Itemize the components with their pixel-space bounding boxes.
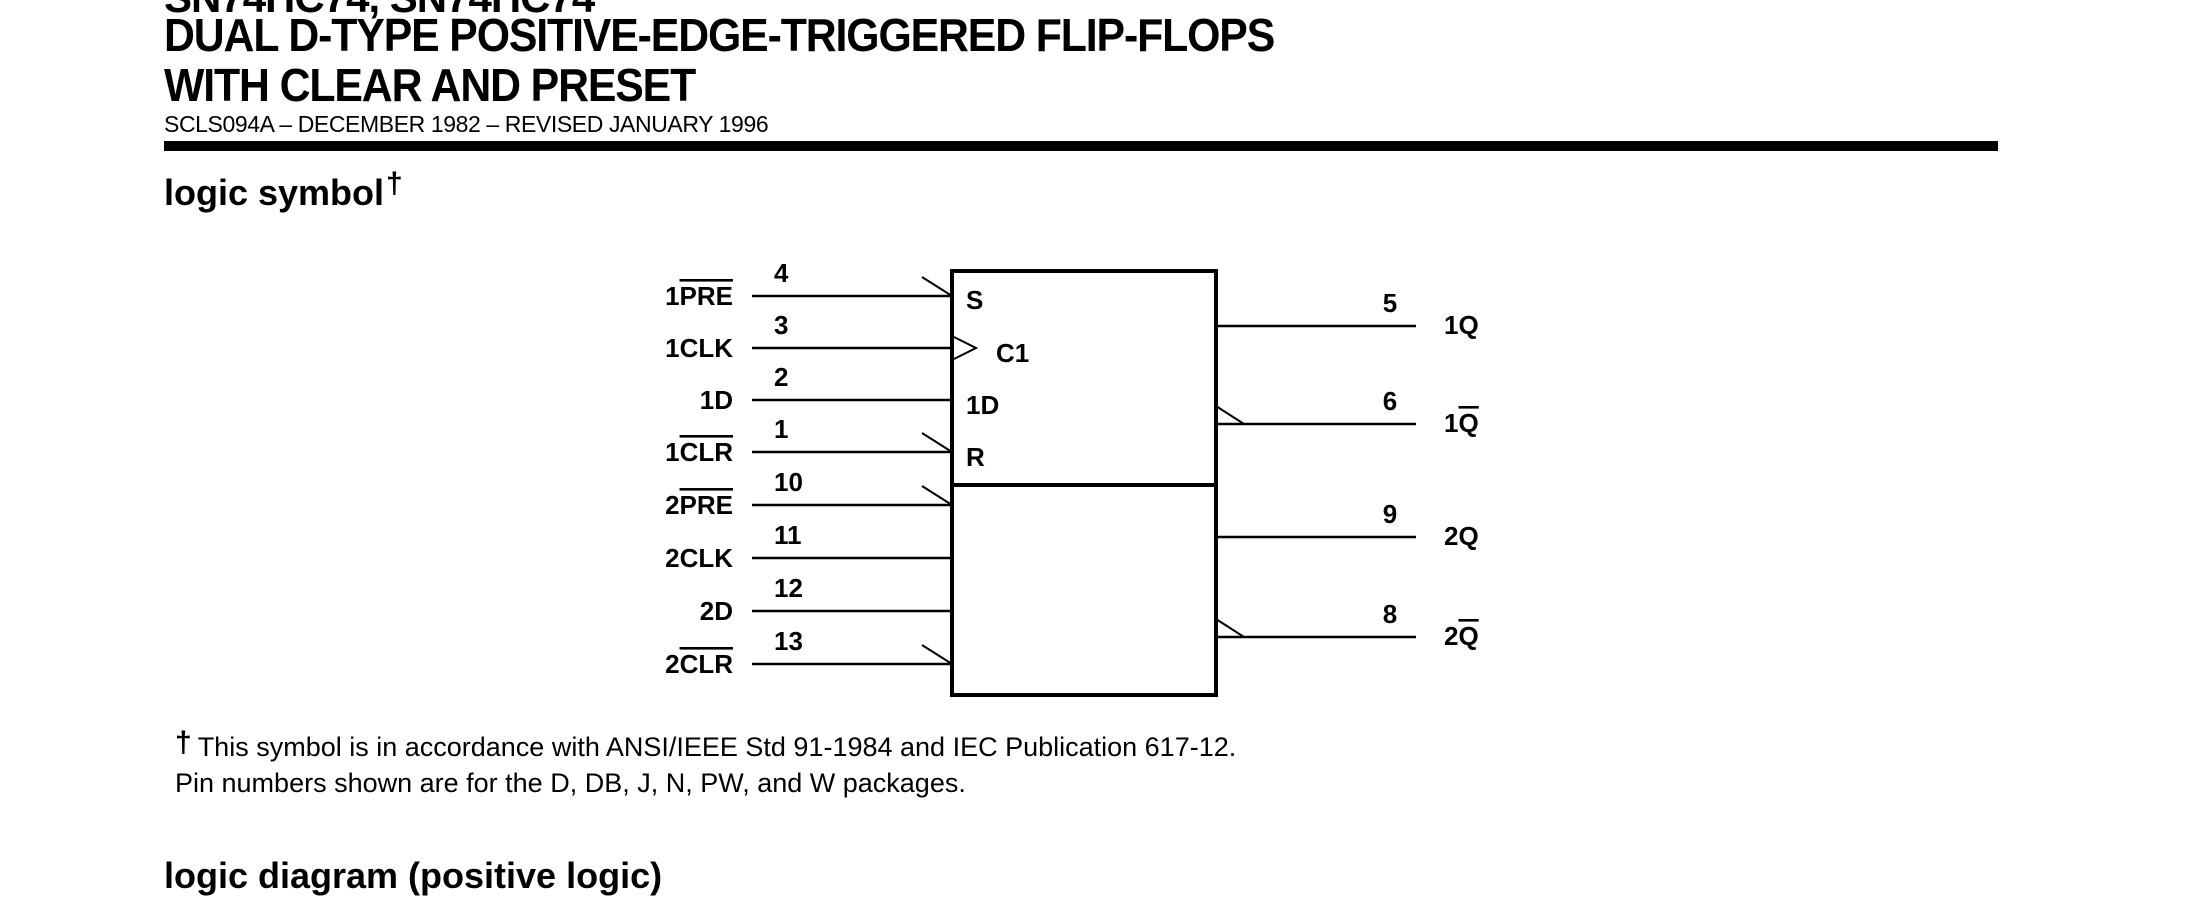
output-pin-8: 8: [1383, 599, 1397, 629]
cropped-header-line: SN74HC74, SN74HC74: [164, 0, 595, 22]
box-label-c1: C1: [996, 338, 1029, 368]
input-pin-13: 13: [774, 626, 803, 656]
footnote-line-1: †This symbol is in accordance with ANSI/…: [175, 728, 1237, 762]
negation-indicator: [921, 644, 953, 665]
negation-indicator: [1215, 618, 1245, 638]
output-label: 1Q: [1444, 310, 1479, 340]
document-id-revision: SCLS094A – DECEMBER 1982 – REVISED JANUA…: [164, 111, 769, 137]
logic-symbol-heading: logic symbol†: [164, 167, 403, 214]
input-pin-12: 12: [774, 573, 803, 603]
input-label-1clk: 1CLK: [665, 333, 733, 363]
document-title-line-2: WITH CLEAR AND PRESET: [164, 59, 696, 111]
output-pin-5: 5: [1383, 288, 1397, 318]
flip-flop-1-box: [950, 269, 1218, 487]
footnote-dagger: †: [175, 726, 192, 759]
footnote-text-1: This symbol is in accordance with ANSI/I…: [197, 732, 1237, 762]
box-label-1d: 1D: [966, 390, 999, 420]
header-rule: [164, 141, 1998, 151]
input-label-1clr: 1CLR: [665, 437, 733, 467]
output-label: 2Q: [1444, 621, 1479, 651]
logic-symbol-heading-text: logic symbol: [164, 172, 385, 213]
negation-indicator: [921, 485, 953, 506]
input-label-2clr: 2CLR: [665, 649, 733, 679]
output-label: 1Q: [1444, 408, 1479, 438]
negation-indicator: [921, 432, 953, 453]
input-pin-2: 2: [774, 362, 788, 392]
flip-flop-2-box: [950, 483, 1218, 697]
logic-diagram-heading: logic diagram (positive logic): [164, 855, 663, 896]
box-label-s: S: [966, 285, 983, 315]
input-pin-10: 10: [774, 467, 803, 497]
input-label-2d: 2D: [700, 596, 733, 626]
output-label: 2Q: [1444, 521, 1479, 551]
input-label-1d: 1D: [700, 385, 733, 415]
negation-indicator: [1215, 405, 1245, 425]
dagger-mark: †: [386, 167, 403, 200]
input-pin-1: 1: [774, 414, 788, 444]
input-label-2pre: 2PRE: [665, 490, 733, 520]
input-pin-11: 11: [774, 520, 802, 550]
input-pin-3: 3: [774, 310, 788, 340]
clock-indicator: [953, 336, 979, 360]
output-pin-9: 9: [1383, 499, 1397, 529]
input-label-2clk: 2CLK: [665, 543, 733, 573]
box-label-r: R: [966, 442, 985, 472]
negation-indicator: [921, 276, 953, 297]
document-title-line-1: DUAL D-TYPE POSITIVE-EDGE-TRIGGERED FLIP…: [164, 9, 1275, 61]
footnote-line-2: Pin numbers shown are for the D, DB, J, …: [175, 768, 966, 798]
input-pin-4: 4: [774, 258, 789, 288]
output-pin-6: 6: [1383, 386, 1397, 416]
input-label-1pre: 1PRE: [665, 281, 733, 311]
